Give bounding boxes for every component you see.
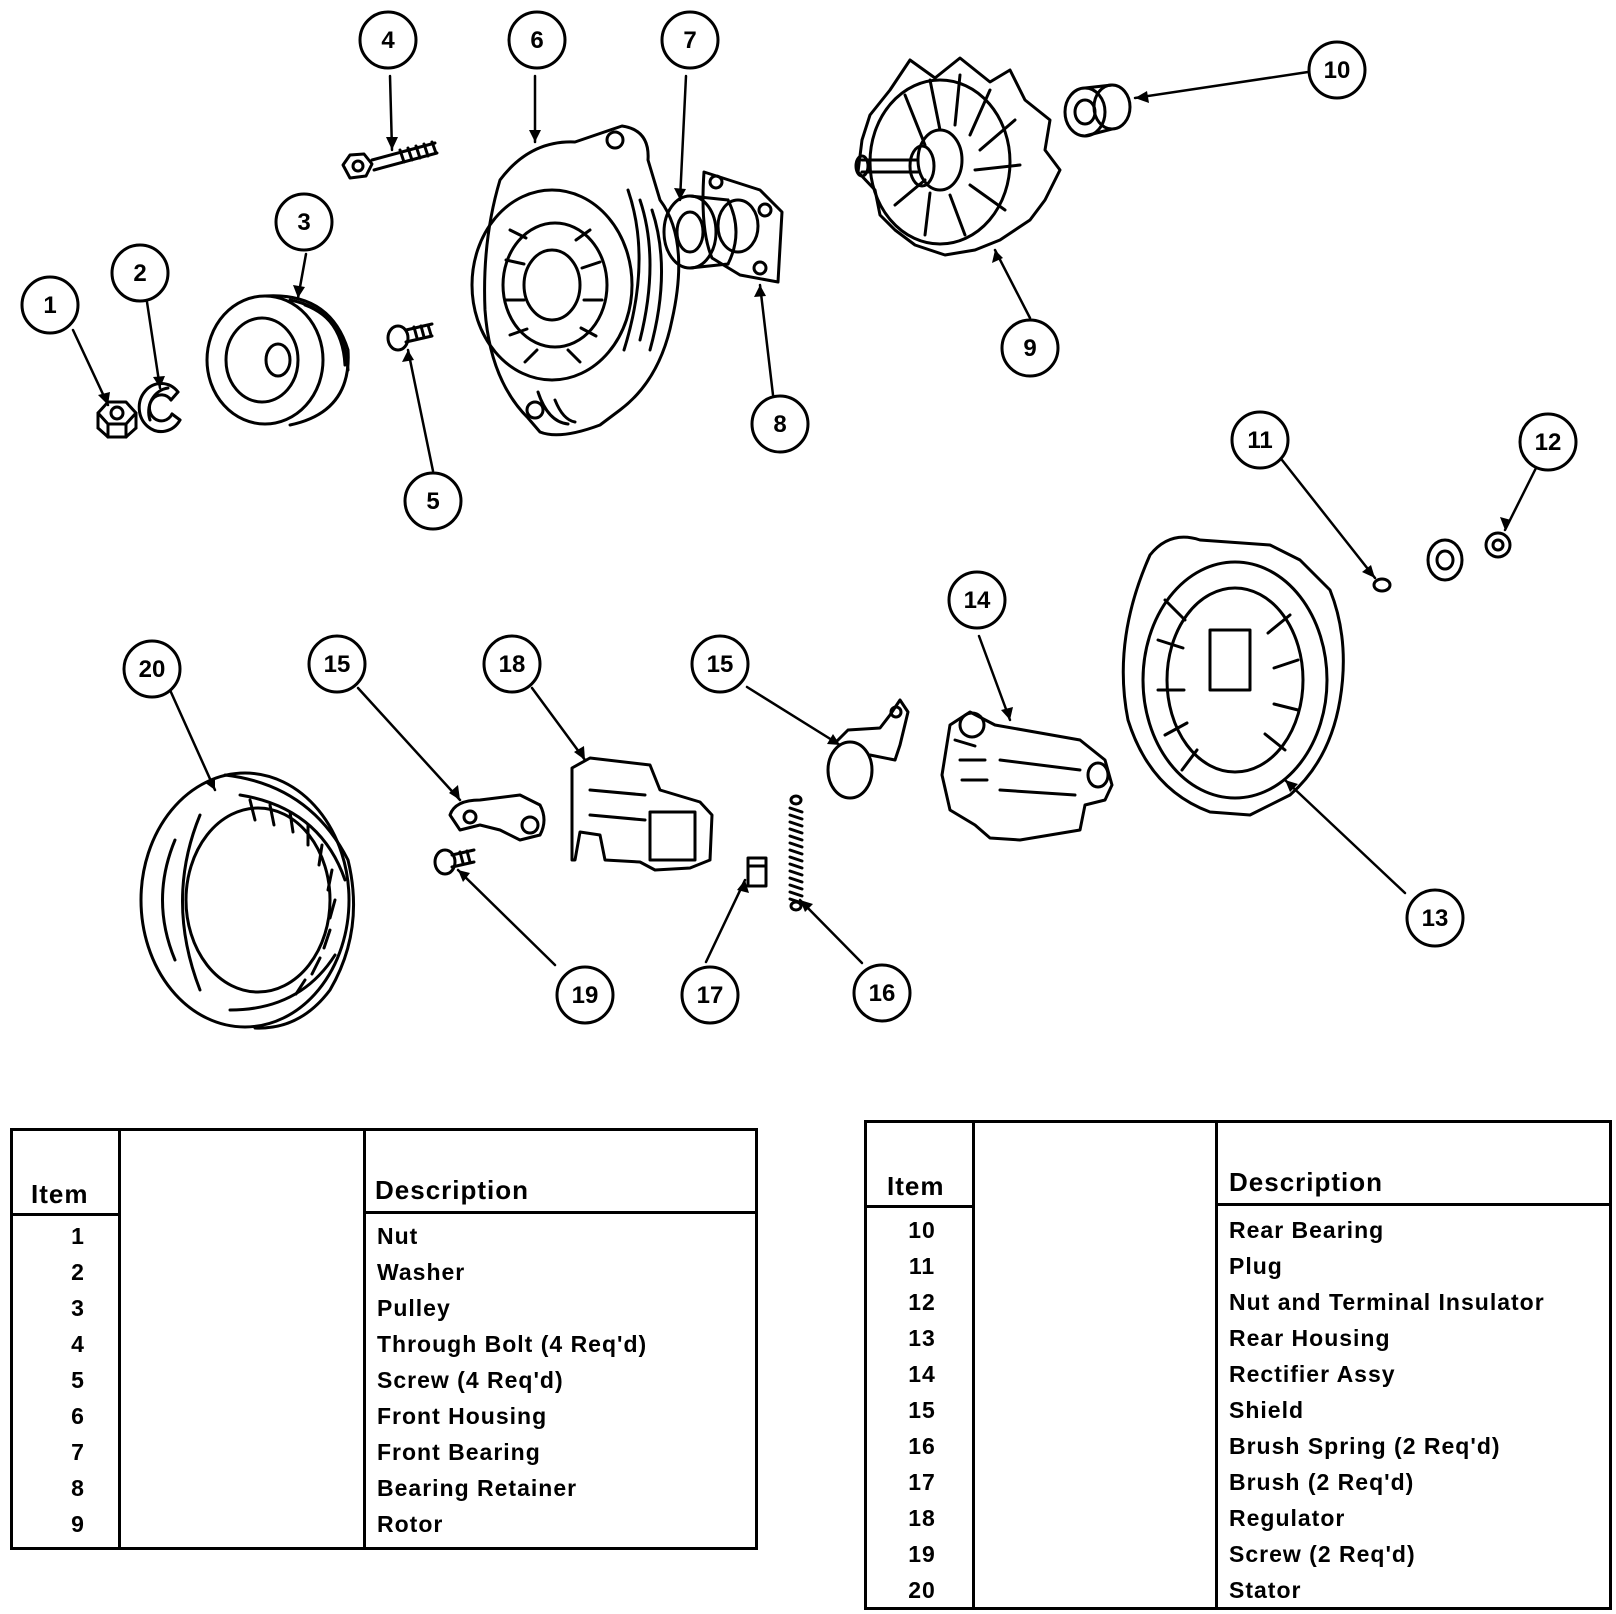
callout-7: 7 xyxy=(660,10,720,70)
part-terminal-insulator xyxy=(1426,531,1512,582)
callout-13: 13 xyxy=(1405,888,1465,948)
callout-18: 18 xyxy=(482,634,542,694)
part-through-bolt xyxy=(341,140,439,180)
callout-16: 16 xyxy=(852,963,912,1023)
callout-5: 5 xyxy=(403,471,463,531)
part-front-bearing xyxy=(662,194,738,270)
svg-text:10: 10 xyxy=(1324,57,1351,84)
svg-text:4: 4 xyxy=(381,27,395,54)
callout-9: 9 xyxy=(1000,318,1060,378)
part-rotor xyxy=(854,56,1062,257)
leader-arrowheads xyxy=(98,91,1511,912)
part-regulator xyxy=(570,756,714,872)
svg-text:3: 3 xyxy=(297,209,310,236)
svg-text:15: 15 xyxy=(324,651,351,678)
svg-text:13: 13 xyxy=(1422,905,1449,932)
column-header-item: Item xyxy=(887,1171,945,1201)
callout-15-right: 15 xyxy=(690,634,750,694)
callout-15-left: 15 xyxy=(307,634,367,694)
svg-text:5: 5 xyxy=(426,488,439,515)
svg-text:6: 6 xyxy=(530,27,543,54)
callout-11: 11 xyxy=(1230,410,1290,470)
exploded-view-diagram: 1 2 3 4 5 6 7 8 9 10 11 12 13 14 15 15 1… xyxy=(20,10,1578,1030)
part-shield-right xyxy=(826,698,910,800)
part-pulley xyxy=(205,294,350,427)
svg-text:19: 19 xyxy=(572,982,599,1009)
svg-text:1: 1 xyxy=(43,292,56,319)
part-shield-left xyxy=(448,793,546,842)
callout-1: 1 xyxy=(20,275,80,335)
callout-6: 6 xyxy=(507,10,567,70)
callout-17: 17 xyxy=(680,965,740,1025)
part-bearing-retainer xyxy=(701,170,784,284)
part-brush xyxy=(746,856,768,888)
svg-text:8: 8 xyxy=(773,411,786,438)
column-header-item: Item xyxy=(31,1179,89,1209)
part-screw-regulator xyxy=(433,848,476,876)
svg-text:7: 7 xyxy=(683,27,696,54)
part-stator xyxy=(139,771,356,1030)
part-rear-bearing xyxy=(1063,83,1132,138)
callout-2: 2 xyxy=(110,243,170,303)
callout-3: 3 xyxy=(274,192,334,252)
svg-text:18: 18 xyxy=(499,651,526,678)
part-nut xyxy=(96,400,138,439)
svg-text:17: 17 xyxy=(697,982,724,1009)
svg-text:14: 14 xyxy=(964,587,991,614)
part-rectifier xyxy=(940,710,1114,842)
callout-19: 19 xyxy=(555,965,615,1025)
callout-10: 10 xyxy=(1307,40,1367,100)
callout-4: 4 xyxy=(358,10,418,70)
svg-text:9: 9 xyxy=(1023,335,1036,362)
column-header-description: Description xyxy=(375,1175,530,1205)
leader-lines xyxy=(71,70,1542,967)
part-washer xyxy=(137,382,182,434)
svg-text:16: 16 xyxy=(869,980,896,1007)
part-brush-spring xyxy=(788,794,804,912)
part-front-housing xyxy=(470,124,681,437)
callout-20: 20 xyxy=(122,639,182,699)
part-screw-front xyxy=(386,322,434,352)
svg-text:12: 12 xyxy=(1535,429,1562,456)
part-rear-housing xyxy=(1121,535,1345,817)
column-header-description: Description xyxy=(1229,1167,1384,1197)
svg-text:15: 15 xyxy=(707,651,734,678)
svg-text:2: 2 xyxy=(133,260,146,287)
svg-text:20: 20 xyxy=(139,656,166,683)
svg-text:11: 11 xyxy=(1247,427,1272,454)
part-plug xyxy=(1372,577,1392,593)
callout-12: 12 xyxy=(1518,412,1578,472)
callout-8: 8 xyxy=(750,394,810,454)
callout-14: 14 xyxy=(947,570,1007,630)
